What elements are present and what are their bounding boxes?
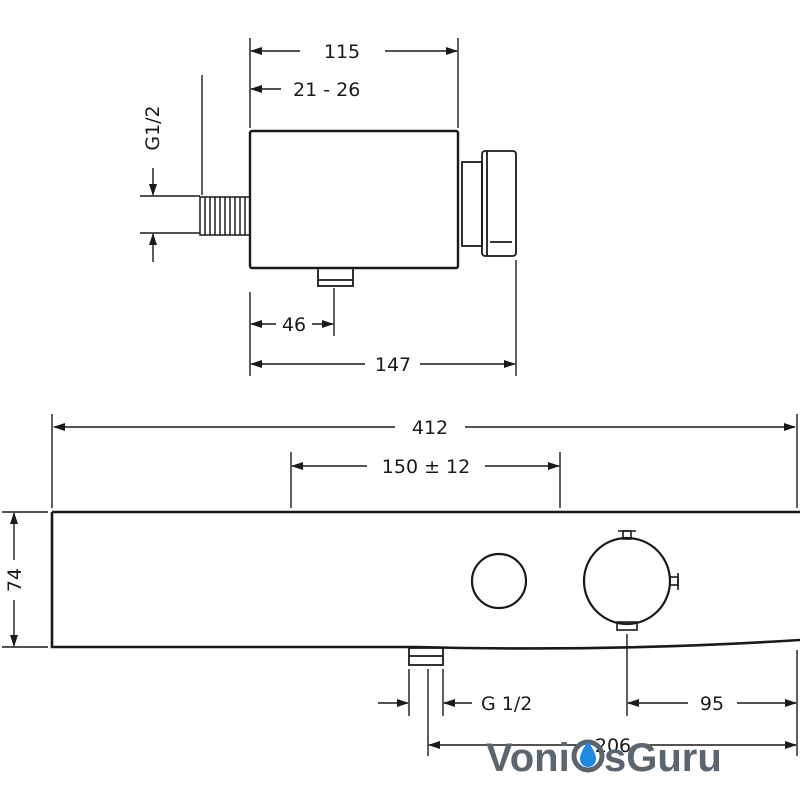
dim-outlet-to-end: 206 <box>595 735 631 757</box>
side-view <box>199 129 517 287</box>
dim-width-top: 115 <box>324 41 360 63</box>
thermostat-handle[interactable] <box>582 530 679 631</box>
front-view <box>50 510 800 666</box>
side-bottom-outlet <box>317 267 354 287</box>
side-inlet-thread <box>199 196 251 236</box>
dim-length: 412 <box>412 417 448 439</box>
dim-outlet-thread: G 1/2 <box>481 693 532 715</box>
dim-depth-total: 147 <box>375 354 411 376</box>
dim-offset: 21 - 26 <box>293 79 360 101</box>
water-drop-icon <box>571 739 605 773</box>
side-handle <box>461 150 517 257</box>
dim-spacing: 150 ± 12 <box>382 456 470 478</box>
front-bottom-outlet <box>408 647 444 666</box>
side-body <box>248 129 460 270</box>
dim-outlet-pos: 46 <box>282 314 306 336</box>
watermark-text-right: sGuru <box>604 736 722 780</box>
watermark-text-left: Voni <box>486 736 570 780</box>
push-button[interactable] <box>470 552 528 610</box>
watermark-logo: Voni sGuru <box>486 736 722 780</box>
dim-thread: G1/2 <box>142 105 164 150</box>
dim-handle-offset: 95 <box>700 693 724 715</box>
front-body <box>50 510 800 650</box>
dim-height: 74 <box>4 568 26 592</box>
